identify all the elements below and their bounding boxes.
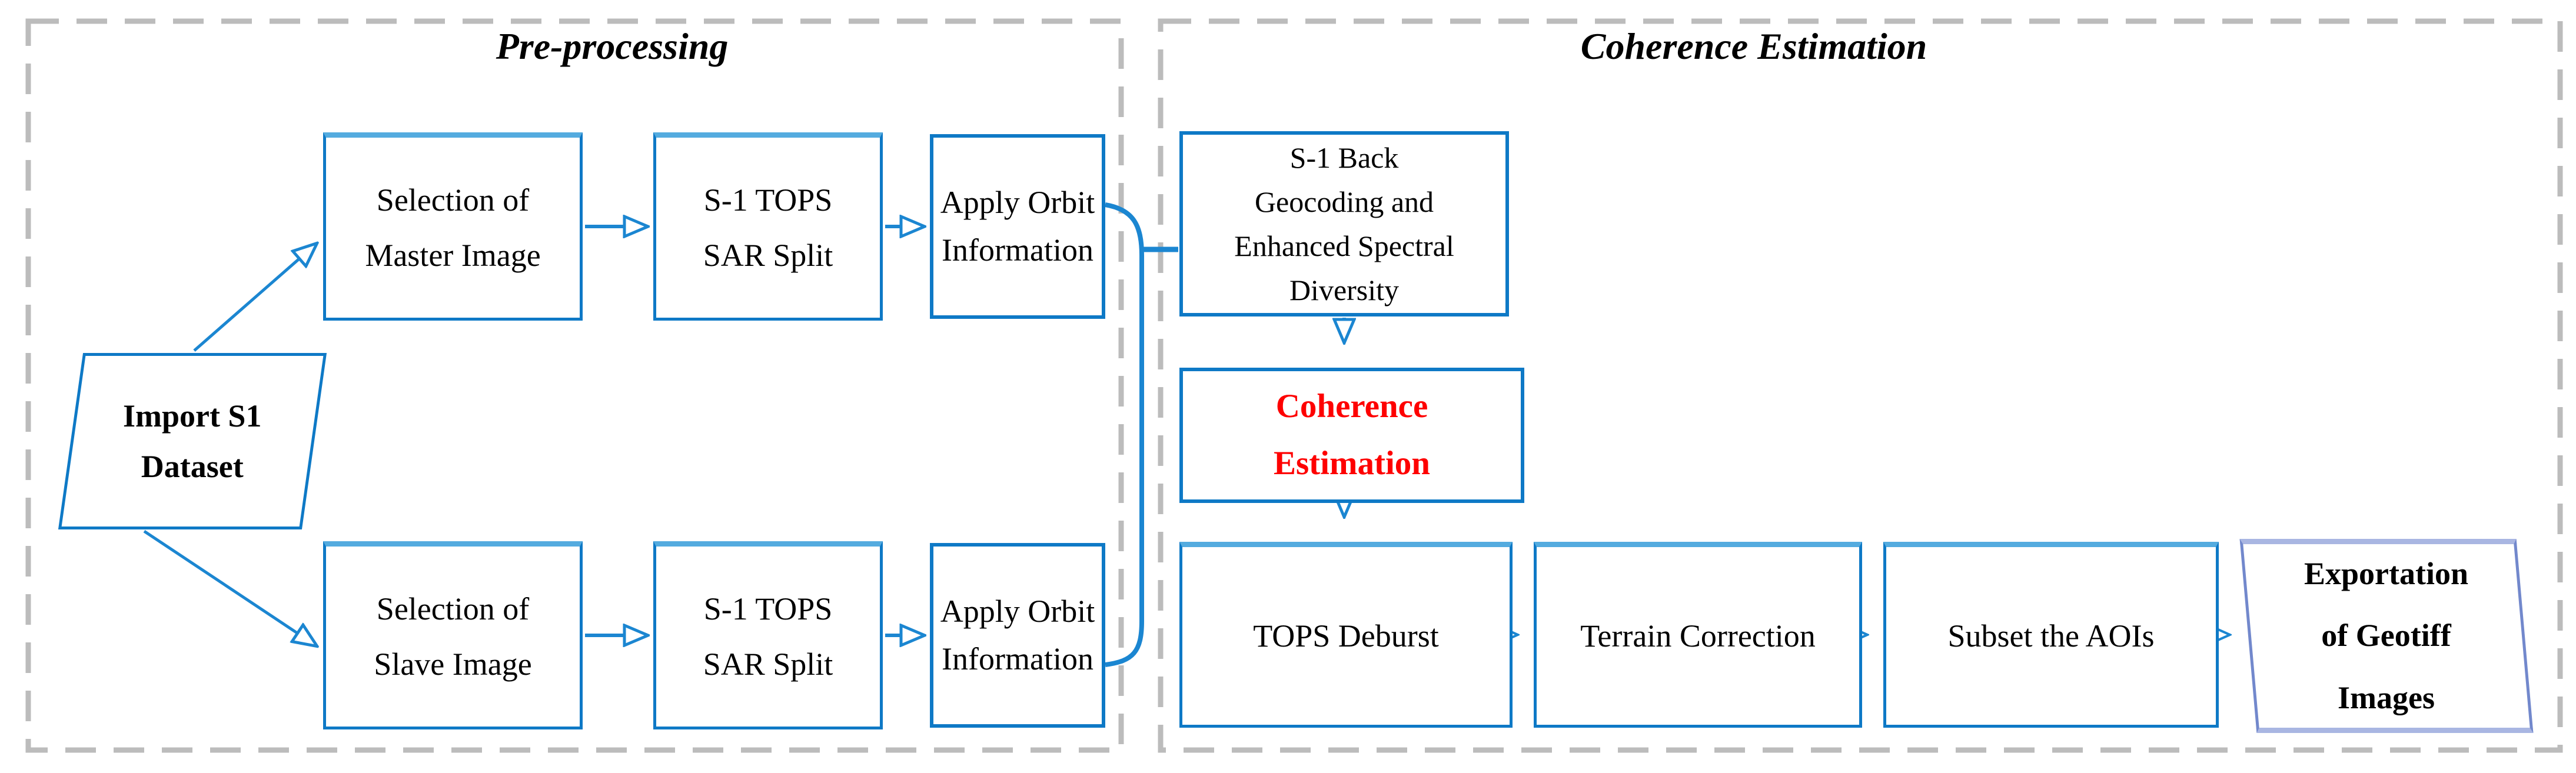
node-label: SAR Split: [703, 647, 833, 682]
node-label: Selection of: [376, 591, 530, 627]
node-label: Coherence: [1275, 388, 1428, 425]
node-label: Apply Orbit: [940, 594, 1095, 629]
node-label: Master Image: [365, 238, 541, 273]
node-tops-deburst: TOPS Deburst: [1179, 542, 1513, 728]
node-back-geocoding-esd: S-1 Back Geocoding and Enhanced Spectral…: [1179, 131, 1509, 316]
node-label: Estimation: [1273, 445, 1431, 482]
node-label: Import S1: [123, 398, 262, 434]
node-label: Exportation: [2304, 556, 2469, 592]
node-label: Selection of: [376, 182, 530, 218]
merge-connector: [1105, 202, 1144, 667]
node-label: SAR Split: [703, 238, 833, 273]
node-coherence-estimation: Coherence Estimation: [1179, 368, 1524, 503]
node-label: Subset the AOIs: [1947, 618, 2155, 654]
node-label: Information: [942, 641, 1093, 677]
node-terrain-correction: Terrain Correction: [1534, 542, 1862, 728]
arrow-import-to-master: [193, 244, 317, 352]
node-label: Images: [2338, 679, 2435, 715]
node-exportation-geotiff: Exportation of Geotiff Images: [2239, 539, 2534, 733]
node-label: of Geotiff: [2321, 618, 2452, 654]
node-label: Terrain Correction: [1580, 618, 1816, 654]
node-label: Slave Image: [374, 647, 532, 682]
node-import-s1-dataset: Import S1 Dataset: [58, 353, 327, 529]
node-label: S-1 TOPS: [703, 182, 833, 218]
node-tops-sar-split-master: S-1 TOPS SAR Split: [653, 132, 883, 321]
preprocessing-boundary: [25, 18, 1124, 753]
node-apply-orbit-slave: Apply Orbit Information: [930, 543, 1105, 728]
node-label: S-1 Back: [1289, 141, 1399, 174]
coherence-boundary: [1158, 18, 2563, 753]
arrow-import-to-slave: [143, 529, 317, 646]
preprocessing-title: Pre-processing: [496, 25, 729, 67]
node-apply-orbit-master: Apply Orbit Information: [930, 134, 1105, 319]
node-label: Apply Orbit: [940, 185, 1095, 220]
node-label: S-1 TOPS: [703, 591, 833, 627]
node-selection-master-image: Selection of Master Image: [323, 132, 583, 321]
node-subset-aois: Subset the AOIs: [1883, 542, 2219, 728]
node-label: Dataset: [141, 449, 244, 484]
node-tops-sar-split-slave: S-1 TOPS SAR Split: [653, 541, 883, 729]
node-label: TOPS Deburst: [1253, 618, 1439, 654]
node-label: Information: [942, 232, 1093, 268]
coherence-title: Coherence Estimation: [1580, 25, 1927, 67]
node-selection-slave-image: Selection of Slave Image: [323, 541, 583, 729]
node-label: Geocoding and: [1254, 185, 1434, 218]
node-label: Enhanced Spectral: [1234, 229, 1454, 262]
node-label: Diversity: [1289, 273, 1400, 306]
